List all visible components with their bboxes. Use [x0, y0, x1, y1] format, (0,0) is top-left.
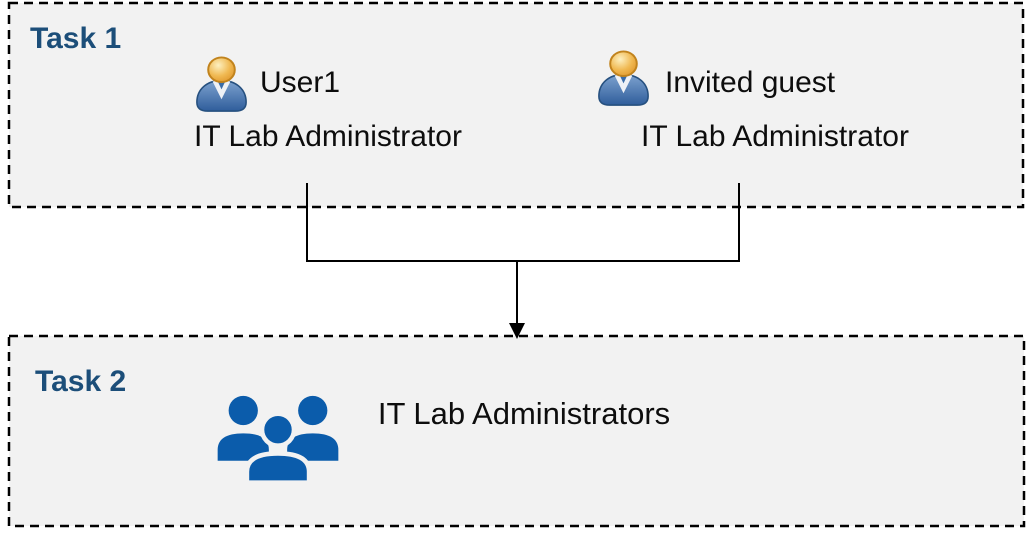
- task2-box: [7, 334, 1026, 528]
- task2-label: Task 2: [35, 365, 127, 398]
- task1-label: Task 1: [30, 22, 122, 55]
- person-icon: [196, 56, 247, 112]
- user1-role: IT Lab Administrator: [194, 120, 462, 153]
- person-icon: [598, 50, 649, 106]
- invited-guest-name: Invited guest: [665, 66, 836, 99]
- invited-guest-role: IT Lab Administrator: [641, 120, 909, 153]
- connector-arrowhead-icon: [509, 323, 525, 339]
- connector-merge-line: [306, 183, 740, 262]
- user1-name: User1: [260, 66, 341, 99]
- group-name: IT Lab Administrators: [377, 396, 671, 431]
- task1-box: [7, 1, 1025, 209]
- people-group-icon: [217, 395, 339, 483]
